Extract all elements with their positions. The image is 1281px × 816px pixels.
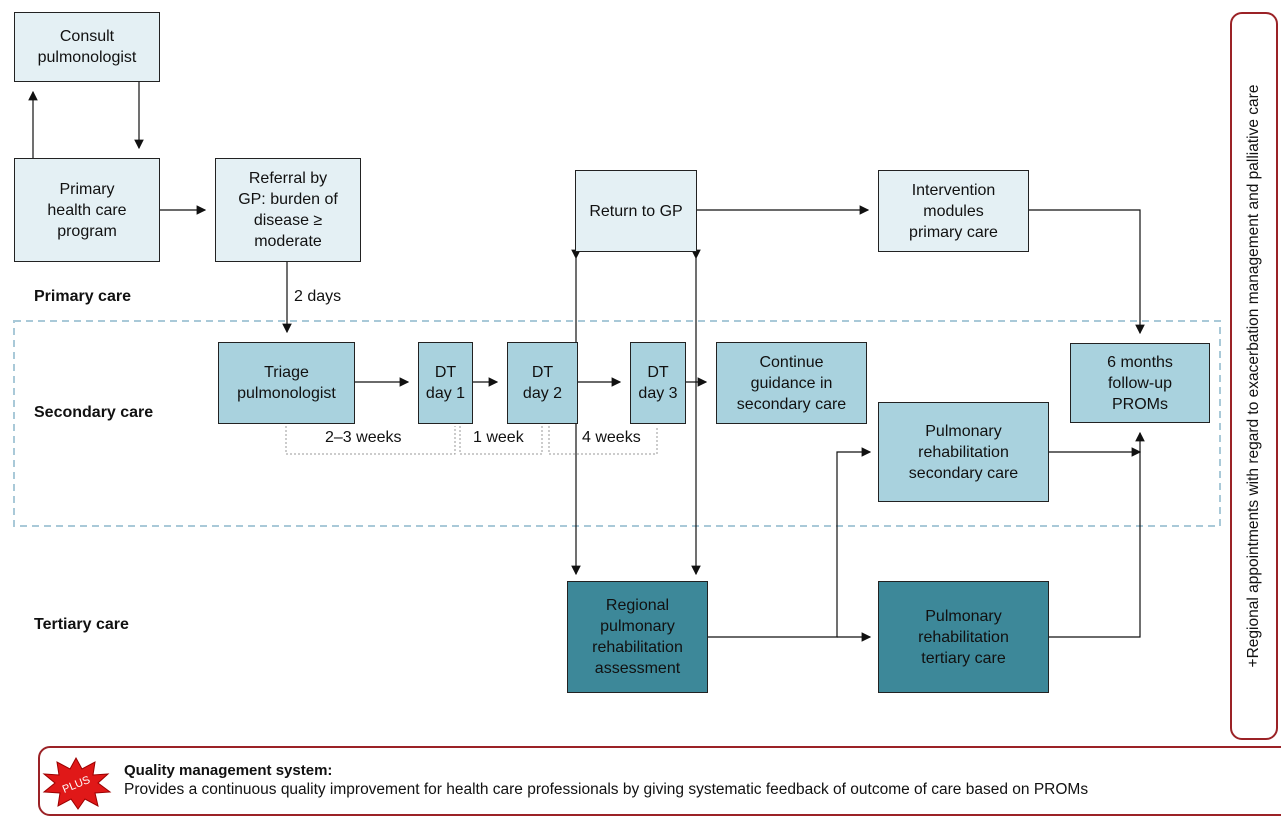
regional-rehab-assessment-box: Regional pulmonary rehabilitation assess… [567, 581, 708, 693]
pulmonary-rehab-secondary-box: Pulmonary rehabilitation secondary care [878, 402, 1049, 502]
duration-two-days: 2 days [294, 288, 342, 305]
quality-management-text: Provides a continuous quality improvemen… [124, 781, 1089, 798]
duration-four-weeks: 4 weeks [580, 429, 643, 447]
continue-guidance-box: Continue guidance in secondary care [716, 342, 867, 424]
quality-management-title: Quality management system: [124, 762, 333, 779]
pulmonary-rehab-tertiary-box: Pulmonary rehabilitation tertiary care [878, 581, 1049, 693]
side-note-text: +Regional appointments with regard to ex… [1245, 84, 1262, 668]
tier-label-secondary: Secondary care [34, 404, 154, 421]
side-note-frame [1230, 12, 1278, 740]
referral-by-gp-box: Referral by GP: burden of disease ≥ mode… [215, 158, 361, 262]
triage-pulmonologist-box: Triage pulmonologist [218, 342, 355, 424]
return-to-gp-box: Return to GP [575, 170, 697, 252]
consult-pulmonologist-box: Consult pulmonologist [14, 12, 160, 82]
tier-label-tertiary: Tertiary care [34, 616, 129, 633]
six-months-follow-up-box: 6 months follow-up PROMs [1070, 343, 1210, 423]
dt-day-1-box: DT day 1 [418, 342, 473, 424]
duration-one-week: 1 week [471, 429, 526, 447]
intervention-modules-box: Intervention modules primary care [878, 170, 1029, 252]
dt-day-3-box: DT day 3 [630, 342, 686, 424]
duration-two-three-weeks: 2–3 weeks [323, 429, 404, 447]
dt-day-2-box: DT day 2 [507, 342, 578, 424]
tier-label-primary: Primary care [34, 288, 131, 305]
primary-health-care-program-box: Primary health care program [14, 158, 160, 262]
plus-starburst-icon: PLUS [42, 756, 112, 810]
secondary-care-region [13, 320, 1221, 527]
